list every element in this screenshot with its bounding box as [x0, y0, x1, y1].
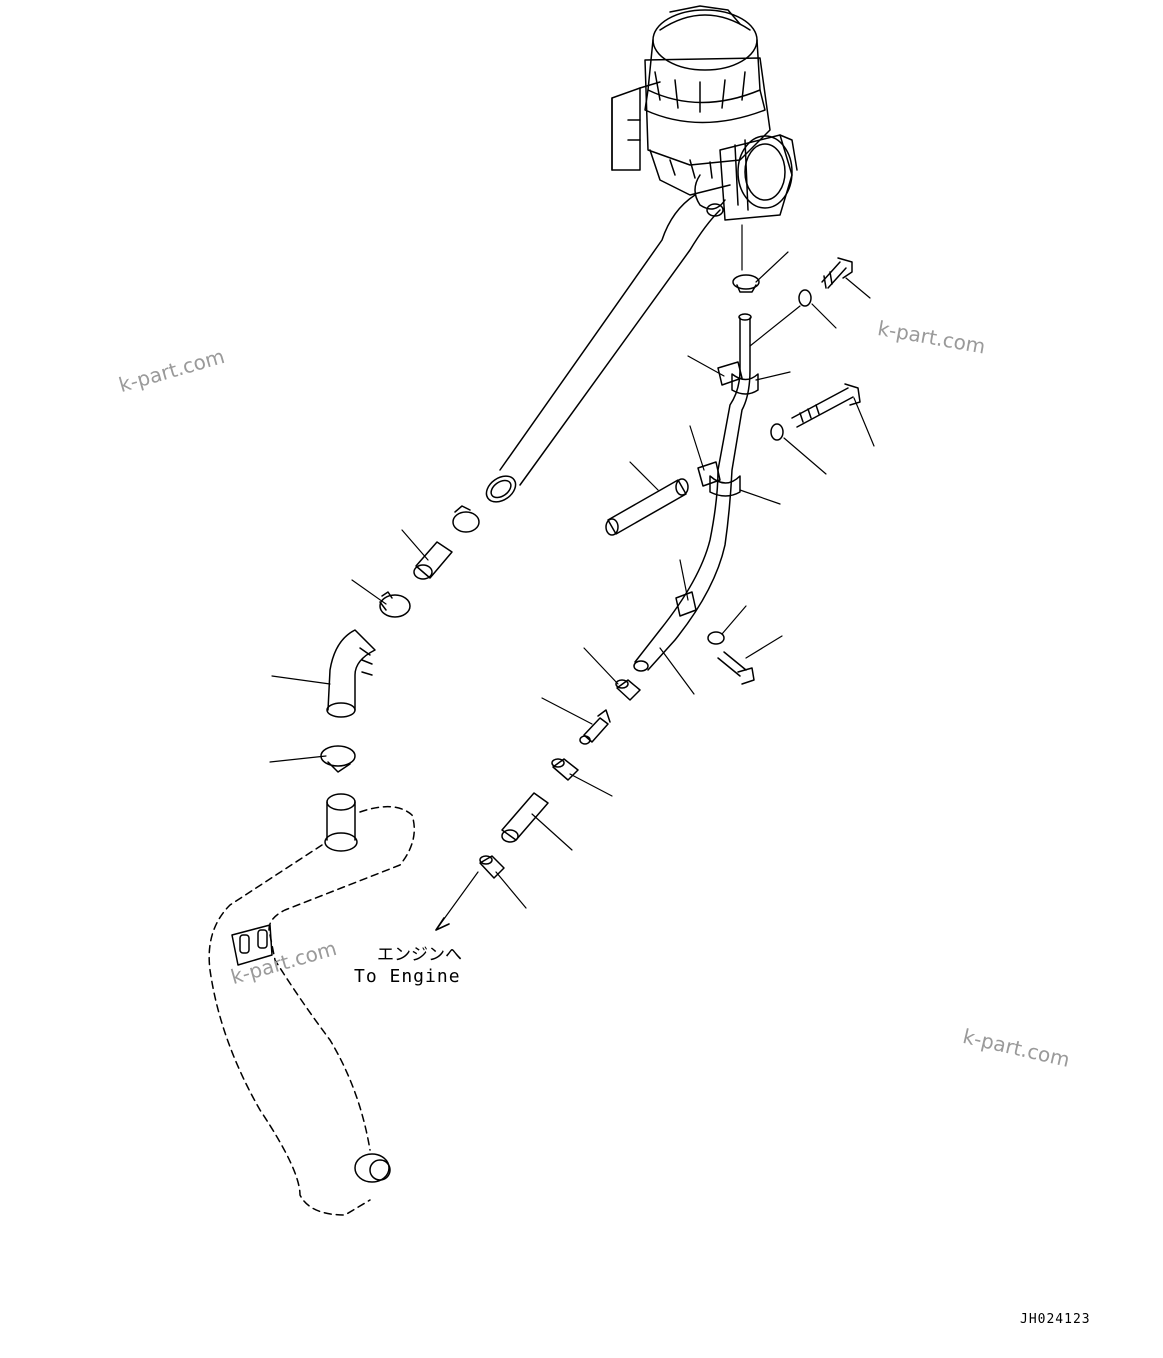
air-cleaner-assembly	[611, 5, 798, 221]
annotation-japanese: エンジンへ	[377, 945, 462, 965]
pipe-clamp-2	[697, 461, 741, 497]
washer-2	[770, 423, 784, 441]
small-hose	[501, 792, 549, 843]
fitting-3	[479, 855, 505, 879]
intake-pipe-details	[231, 793, 391, 1183]
bolt-1	[821, 257, 853, 289]
drawing-number: JH024123	[1020, 1312, 1091, 1327]
bent-pipe	[633, 313, 752, 672]
connector	[579, 709, 611, 745]
bolt-3	[717, 651, 755, 685]
short-tube	[413, 541, 453, 580]
intake-pipe-dashed	[208, 806, 415, 1216]
large-hose	[485, 194, 721, 503]
washer-3	[707, 631, 725, 645]
hose-clamp-4	[732, 274, 760, 293]
pipe-clamp-1	[717, 361, 759, 395]
hose-clamp-1	[452, 505, 480, 533]
hose-clamp-2	[379, 591, 411, 618]
annotation-english: To Engine	[354, 966, 461, 987]
fitting-2	[551, 758, 579, 781]
leader-lines	[269, 224, 875, 931]
hose-clamp-3	[320, 745, 356, 773]
washer-1	[798, 289, 812, 307]
fitting-1	[615, 679, 641, 701]
elbow-hose	[326, 629, 376, 718]
straight-tube	[605, 478, 689, 536]
bolt-2	[791, 383, 861, 428]
